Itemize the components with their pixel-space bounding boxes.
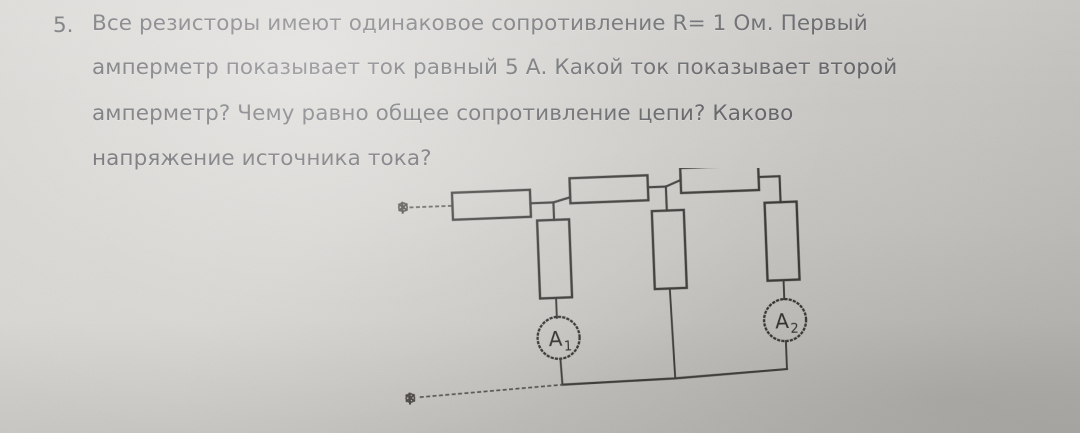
question-line-4: напряжение источника тока? xyxy=(92,146,432,171)
question-number: 5. xyxy=(53,13,74,38)
question-line-2: амперметр показывает ток равный 5 А. Как… xyxy=(92,55,898,80)
question-line-3: амперметр? Чему равно общее сопротивлени… xyxy=(92,101,794,126)
top-left-terminal xyxy=(397,201,409,214)
bottom-rail-wire xyxy=(561,367,789,386)
wire-node-B-down xyxy=(664,185,668,212)
wire-node-A-to-R2 xyxy=(552,182,572,204)
top-left-lead-wire xyxy=(409,204,453,209)
wire-ammeter-A1-to-bottom xyxy=(559,357,564,385)
wire-R1-to-node-A xyxy=(529,201,555,205)
ammeter-A1-subscript: 1 xyxy=(564,339,573,354)
wire-R2-to-node-B xyxy=(646,185,668,189)
bottom-left-terminal xyxy=(405,392,416,405)
wire-R6-to-ammeter-A2 xyxy=(782,279,786,301)
wire-R4-to-ammeter-A1 xyxy=(555,296,558,319)
ammeter-A1-letter: A xyxy=(548,327,563,352)
ammeter-A2-letter: A xyxy=(775,309,790,334)
wire-R5-to-bottom xyxy=(668,287,677,380)
wire-ammeter-A2-to-bottom-corner xyxy=(784,340,788,371)
ammeter-A2: A 2 xyxy=(762,297,808,343)
resistor-R1 xyxy=(450,188,533,222)
circuit-diagram: A 1 A 2 xyxy=(380,168,830,423)
resistor-R2 xyxy=(568,174,650,205)
wire-node-B-to-R3 xyxy=(664,173,682,189)
wire-node-A-down xyxy=(552,201,556,222)
ammeter-A1: A 1 xyxy=(536,315,581,360)
resistor-R3 xyxy=(678,168,761,195)
bottom-left-lead-wire xyxy=(419,383,563,399)
ammeter-A2-subscript: 2 xyxy=(790,322,799,337)
resistor-R5 xyxy=(650,208,689,291)
question-line-1: Все резисторы имеют одинаковое сопротивл… xyxy=(92,11,868,36)
wire-R3-to-right-corner xyxy=(757,175,782,204)
resistor-R6 xyxy=(763,200,801,282)
resistor-R4 xyxy=(535,218,574,300)
